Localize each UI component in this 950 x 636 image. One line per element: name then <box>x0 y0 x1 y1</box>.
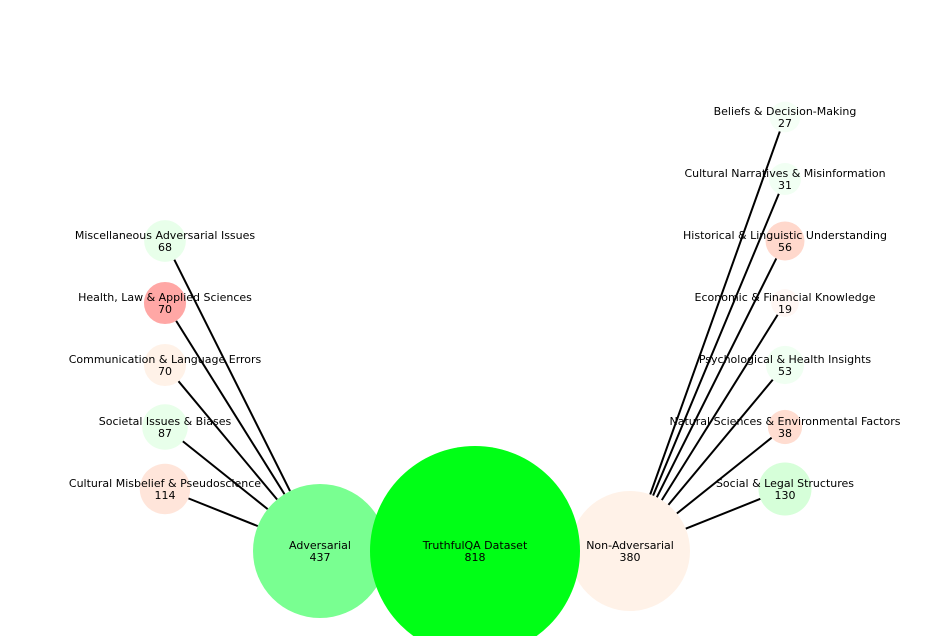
edge-adversarial-to-health-law-and-applied-sciences <box>175 320 286 495</box>
node-beliefs-and-decision-making <box>769 101 801 133</box>
node-cultural-narratives-and-misinformation <box>768 162 802 196</box>
node-psychological-and-health-insights <box>765 345 805 385</box>
edge-non-adversarial-to-historical-and-linguistic-understanding <box>655 257 778 498</box>
edge-non-adversarial-to-psychological-and-health-insights <box>667 379 774 506</box>
node-miscellaneous-adversarial-issues <box>144 220 186 262</box>
node-root <box>370 446 580 636</box>
edge-non-adversarial-to-natural-sciences-and-environmental-factors <box>676 436 773 515</box>
edge-adversarial-to-societal-issues-and-biases <box>182 440 269 510</box>
node-societal-issues-and-biases <box>142 404 188 450</box>
node-cultural-misbelief-and-pseudoscience <box>139 463 191 515</box>
edge-non-adversarial-to-cultural-narratives-and-misinformation <box>652 193 780 497</box>
node-historical-and-linguistic-understanding <box>765 221 805 261</box>
node-adversarial <box>253 484 387 618</box>
node-social-and-legal-structures <box>758 462 812 516</box>
edge-adversarial-to-miscellaneous-adversarial-issues <box>173 259 291 492</box>
node-health-law-and-applied-sciences <box>143 281 187 325</box>
node-natural-sciences-and-environmental-factors-label: Natural Sciences & Environmental Factors… <box>670 415 901 440</box>
edge-adversarial-to-communication-and-language-errors <box>177 380 278 501</box>
edge-adversarial-to-cultural-misbelief-and-pseudoscience <box>188 497 259 528</box>
node-economic-and-financial-knowledge <box>771 289 799 317</box>
edges-layer <box>173 131 781 530</box>
node-natural-sciences-and-environmental-factors <box>767 409 803 445</box>
edge-non-adversarial-to-social-and-legal-structures <box>685 497 761 530</box>
node-non-adversarial <box>570 491 690 611</box>
edge-non-adversarial-to-economic-and-financial-knowledge <box>660 314 779 501</box>
edge-non-adversarial-to-beliefs-and-decision-making <box>649 131 781 495</box>
node-communication-and-language-errors <box>143 343 187 387</box>
